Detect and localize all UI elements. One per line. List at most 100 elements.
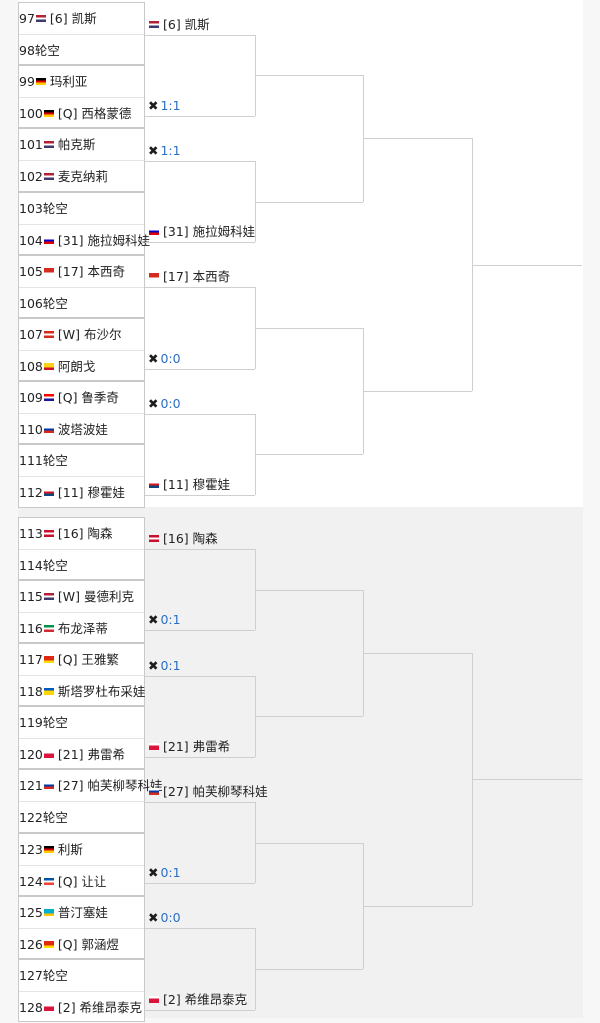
bracket-connector-line (363, 905, 472, 907)
player-entry[interactable]: 117[Q] 王雅繁 (19, 644, 144, 675)
player-entry[interactable]: 119轮空 (19, 707, 144, 738)
round2-player[interactable]: [11] 穆霍娃 (148, 473, 230, 497)
round2-player[interactable]: [2] 希维昂泰克 (148, 988, 247, 1012)
match-score[interactable]: ✖1:1 (148, 94, 181, 118)
flag-cn-icon (43, 940, 54, 948)
flag-cn-icon (43, 656, 54, 663)
player-entry[interactable]: 103轮空 (19, 193, 144, 224)
round2-player[interactable]: [21] 弗雷希 (148, 735, 230, 759)
player-entry[interactable]: 98轮空 (19, 34, 144, 66)
player-name: [11] 穆霍娃 (57, 485, 125, 501)
player-name: 麦克纳莉 (57, 169, 108, 185)
player-entry[interactable]: 121[27] 帕芙柳琴科娃 (19, 770, 163, 801)
match-score[interactable]: ✖0:0 (148, 392, 181, 416)
match-score[interactable]: ✖0:0 (148, 906, 181, 930)
player-entry[interactable]: 100[Q] 西格蒙德 (19, 97, 144, 129)
player-entry[interactable]: 111轮空 (19, 445, 144, 476)
match-score[interactable]: ✖1:1 (148, 139, 181, 163)
bracket-connector-line (145, 368, 255, 370)
match-score[interactable]: ✖0:0 (148, 347, 181, 371)
player-name: [Q] 让让 (57, 873, 107, 889)
match-score[interactable]: ✖0:1 (148, 608, 181, 632)
player-name: 斯塔罗杜布采娃 (57, 684, 146, 699)
flag-it-icon (43, 624, 54, 632)
flag-us-icon (35, 15, 46, 22)
match-score[interactable]: ✖0:1 (148, 861, 181, 885)
round2-player[interactable]: [27] 帕芙柳琴科娃 (148, 780, 268, 804)
player-entry[interactable]: 97[6] 凯斯 (19, 3, 144, 34)
player-entry[interactable]: 122轮空 (19, 801, 144, 833)
player-entry[interactable]: 120[21] 弗雷希 (19, 738, 144, 770)
player-entry[interactable]: 113[16] 陶森 (19, 518, 144, 549)
player-entry[interactable]: 106轮空 (19, 286, 144, 319)
flag-co-icon (43, 363, 54, 370)
player-entry[interactable]: 105[17] 本西奇 (19, 256, 144, 287)
player-entry[interactable]: 107[W] 布沙尔 (19, 319, 144, 350)
player-entry[interactable]: 114轮空 (19, 548, 144, 581)
player-name: 轮空 (42, 810, 68, 826)
score-text: 0:1 (160, 865, 181, 881)
player-entry[interactable]: 128[2] 希维昂泰克 (19, 991, 144, 1023)
player-name: [6] 凯斯 (49, 11, 97, 26)
round2-player[interactable]: [16] 陶森 (148, 527, 218, 551)
player-name: [31] 施拉姆科娃 (57, 232, 150, 248)
player-name: 玛利亚 (49, 74, 88, 90)
draw-number: 119 (19, 715, 43, 731)
flag-pl-icon (149, 995, 159, 1003)
bracket-connector-line (255, 75, 363, 77)
round2-player[interactable]: [31] 施拉姆科娃 (148, 220, 255, 244)
player-name: 轮空 (42, 200, 68, 216)
player-name: [11] 穆霍娃 (163, 477, 231, 492)
bracket-connector-line (255, 328, 363, 329)
bracket-connector-line (145, 115, 255, 117)
player-entry[interactable]: 109[Q] 鲁季奇 (19, 382, 144, 413)
player-name: 波塔波娃 (57, 422, 108, 438)
player-entry[interactable]: 126[Q] 郭涵煜 (19, 927, 144, 960)
draw-number: 127 (19, 968, 43, 983)
bracket-connector-line (145, 242, 255, 244)
match-score[interactable]: ✖0:1 (148, 654, 181, 678)
round2-player[interactable]: [17] 本西奇 (148, 265, 230, 289)
player-entry[interactable]: 127轮空 (19, 960, 144, 991)
player-entry[interactable]: 115[W] 曼德利克 (19, 581, 144, 612)
player-name: [W] 曼德利克 (57, 588, 134, 604)
flag-ru-icon (43, 782, 54, 790)
player-entry[interactable]: 112[11] 穆霍娃 (19, 476, 144, 508)
flag-dk-icon (149, 535, 159, 543)
player-entry[interactable]: 104[31] 施拉姆科娃 (19, 223, 150, 256)
player-entry[interactable]: 124[Q] 让让 (19, 864, 144, 897)
bracket-connector-line (363, 842, 364, 969)
flag-cz-icon (149, 481, 159, 488)
bracket-connector-line (255, 589, 363, 591)
player-name: [17] 本西奇 (163, 269, 231, 285)
bracket-connector-line (145, 630, 255, 632)
player-name: 普汀塞娃 (57, 904, 108, 920)
round2-player[interactable]: [6] 凯斯 (148, 13, 210, 37)
player-name: [2] 希维昂泰克 (163, 991, 248, 1007)
